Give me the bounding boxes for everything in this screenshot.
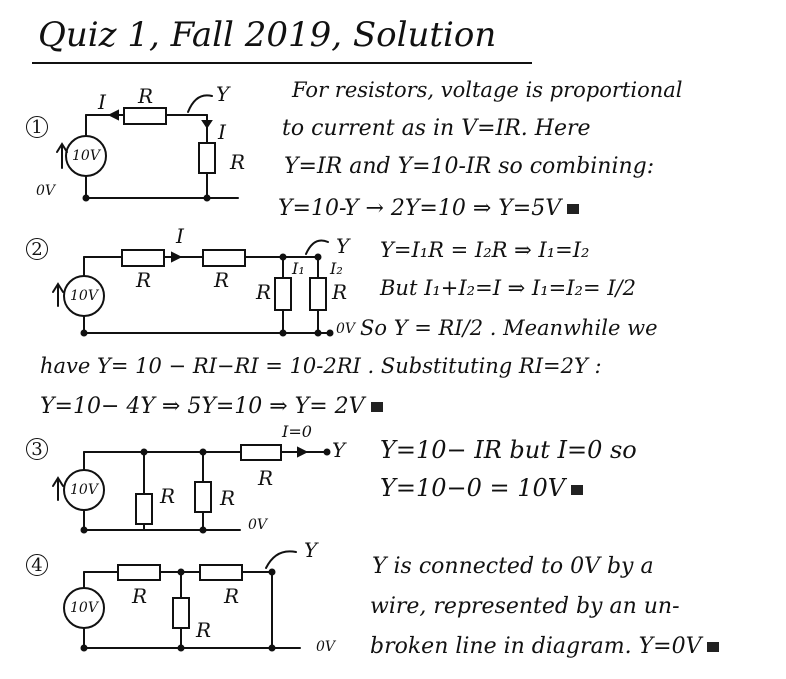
title-underline xyxy=(32,62,532,64)
p2-label-resistor-1: R xyxy=(136,268,152,292)
problem-2-number: 2 xyxy=(26,238,48,260)
p1-line-4: Y=10-Y → 2Y=10 ⇒ Y=5V xyxy=(278,198,580,220)
end-of-proof-mark-4 xyxy=(707,642,720,652)
p4-label-source: 10V xyxy=(70,600,98,616)
end-of-proof-mark-3 xyxy=(571,484,584,495)
page-title: Quiz 1, Fall 2019, Solution xyxy=(38,15,497,55)
circuit-1 xyxy=(57,95,238,200)
p1-label-source: 10V xyxy=(72,148,100,164)
p1-line-2: to current as in V=IR. Here xyxy=(282,116,591,141)
p2-label-resistor-2: R xyxy=(214,268,230,292)
p3-label-ground: 0V xyxy=(248,517,268,533)
p4-label-resistor-2: R xyxy=(224,584,240,608)
circuit-2 xyxy=(53,241,333,336)
problem-1-number: 1 xyxy=(26,116,48,138)
p4-label-resistor-3: R xyxy=(196,618,212,642)
end-of-proof-mark-1 xyxy=(567,204,580,214)
p3-label-node: Y xyxy=(332,438,346,462)
p4-label-ground: 0V xyxy=(316,639,336,655)
resistor-3-a xyxy=(136,494,152,524)
p3-line-2: Y=10−0 = 10V xyxy=(380,476,584,500)
resistor-2-d xyxy=(310,278,326,310)
p4-line-1: Y is connected to 0V by a xyxy=(372,554,654,579)
p3-label-source: 10V xyxy=(70,482,98,498)
p1-label-node: Y xyxy=(216,82,230,106)
p2-line-5: Y=10− 4Y ⇒ 5Y=10 ⇒ Y= 2V xyxy=(40,396,383,418)
p2-label-source: 10V xyxy=(70,288,98,304)
p4-line-2: wire, represented by an un- xyxy=(370,594,680,619)
p2-line-4: have Y= 10 − RI−RI = 10-2RI . Substituti… xyxy=(40,354,602,378)
p2-label-resistor-3: R xyxy=(256,280,272,304)
end-of-proof-mark-2 xyxy=(370,402,383,412)
p2-line-3: So Y = RI/2 . Meanwhile we xyxy=(360,316,658,340)
resistor-2-b xyxy=(203,250,245,266)
p1-line-1: For resistors, voltage is proportional xyxy=(292,78,683,102)
p3-label-current: I=0 xyxy=(282,422,312,441)
resistor-1-top xyxy=(124,108,166,124)
p2-label-ground: 0V xyxy=(336,321,356,337)
resistor-3-series xyxy=(241,445,281,460)
p2-label-current: I xyxy=(176,224,184,248)
p3-label-resistor-2: R xyxy=(220,486,236,510)
resistor-2-a xyxy=(122,250,164,266)
p3-label-resistor-1: R xyxy=(160,484,176,508)
problem-3-number: 3 xyxy=(26,438,48,460)
p2-line-2: But I₁+I₂=I ⇒ I₁=I₂= I/2 xyxy=(380,276,636,300)
p1-label-ground: 0V xyxy=(36,183,56,199)
circuit-4 xyxy=(64,551,300,650)
resistor-3-b xyxy=(195,482,211,512)
p2-label-resistor-4: R xyxy=(332,280,348,304)
p2-label-node: Y xyxy=(336,234,350,258)
resistor-4-b xyxy=(200,565,242,580)
p3-label-resistor-series: R xyxy=(258,466,274,490)
resistor-4-a xyxy=(118,565,160,580)
p4-label-resistor-1: R xyxy=(132,584,148,608)
p1-label-current-down: I xyxy=(218,120,226,144)
p2-label-i1: I₁ xyxy=(292,259,305,278)
p4-line-3: broken line in diagram. Y=0V xyxy=(370,636,720,658)
p1-line-3: Y=IR and Y=10-IR so combining: xyxy=(284,154,655,179)
problem-4-number: 4 xyxy=(26,554,48,576)
p1-label-resistor-top: R xyxy=(138,84,154,108)
resistor-4-c xyxy=(173,598,189,628)
p4-label-node: Y xyxy=(304,538,318,562)
p1-label-current: I xyxy=(98,90,106,114)
resistor-2-c xyxy=(275,278,291,310)
p3-line-1: Y=10− IR but I=0 so xyxy=(380,436,637,464)
p2-line-1: Y=I₁R = I₂R ⇒ I₁=I₂ xyxy=(380,238,590,262)
circuit-3 xyxy=(53,445,330,533)
p2-label-i2: I₂ xyxy=(330,259,343,278)
resistor-1-right xyxy=(199,143,215,173)
p1-label-resistor-right: R xyxy=(230,150,246,174)
